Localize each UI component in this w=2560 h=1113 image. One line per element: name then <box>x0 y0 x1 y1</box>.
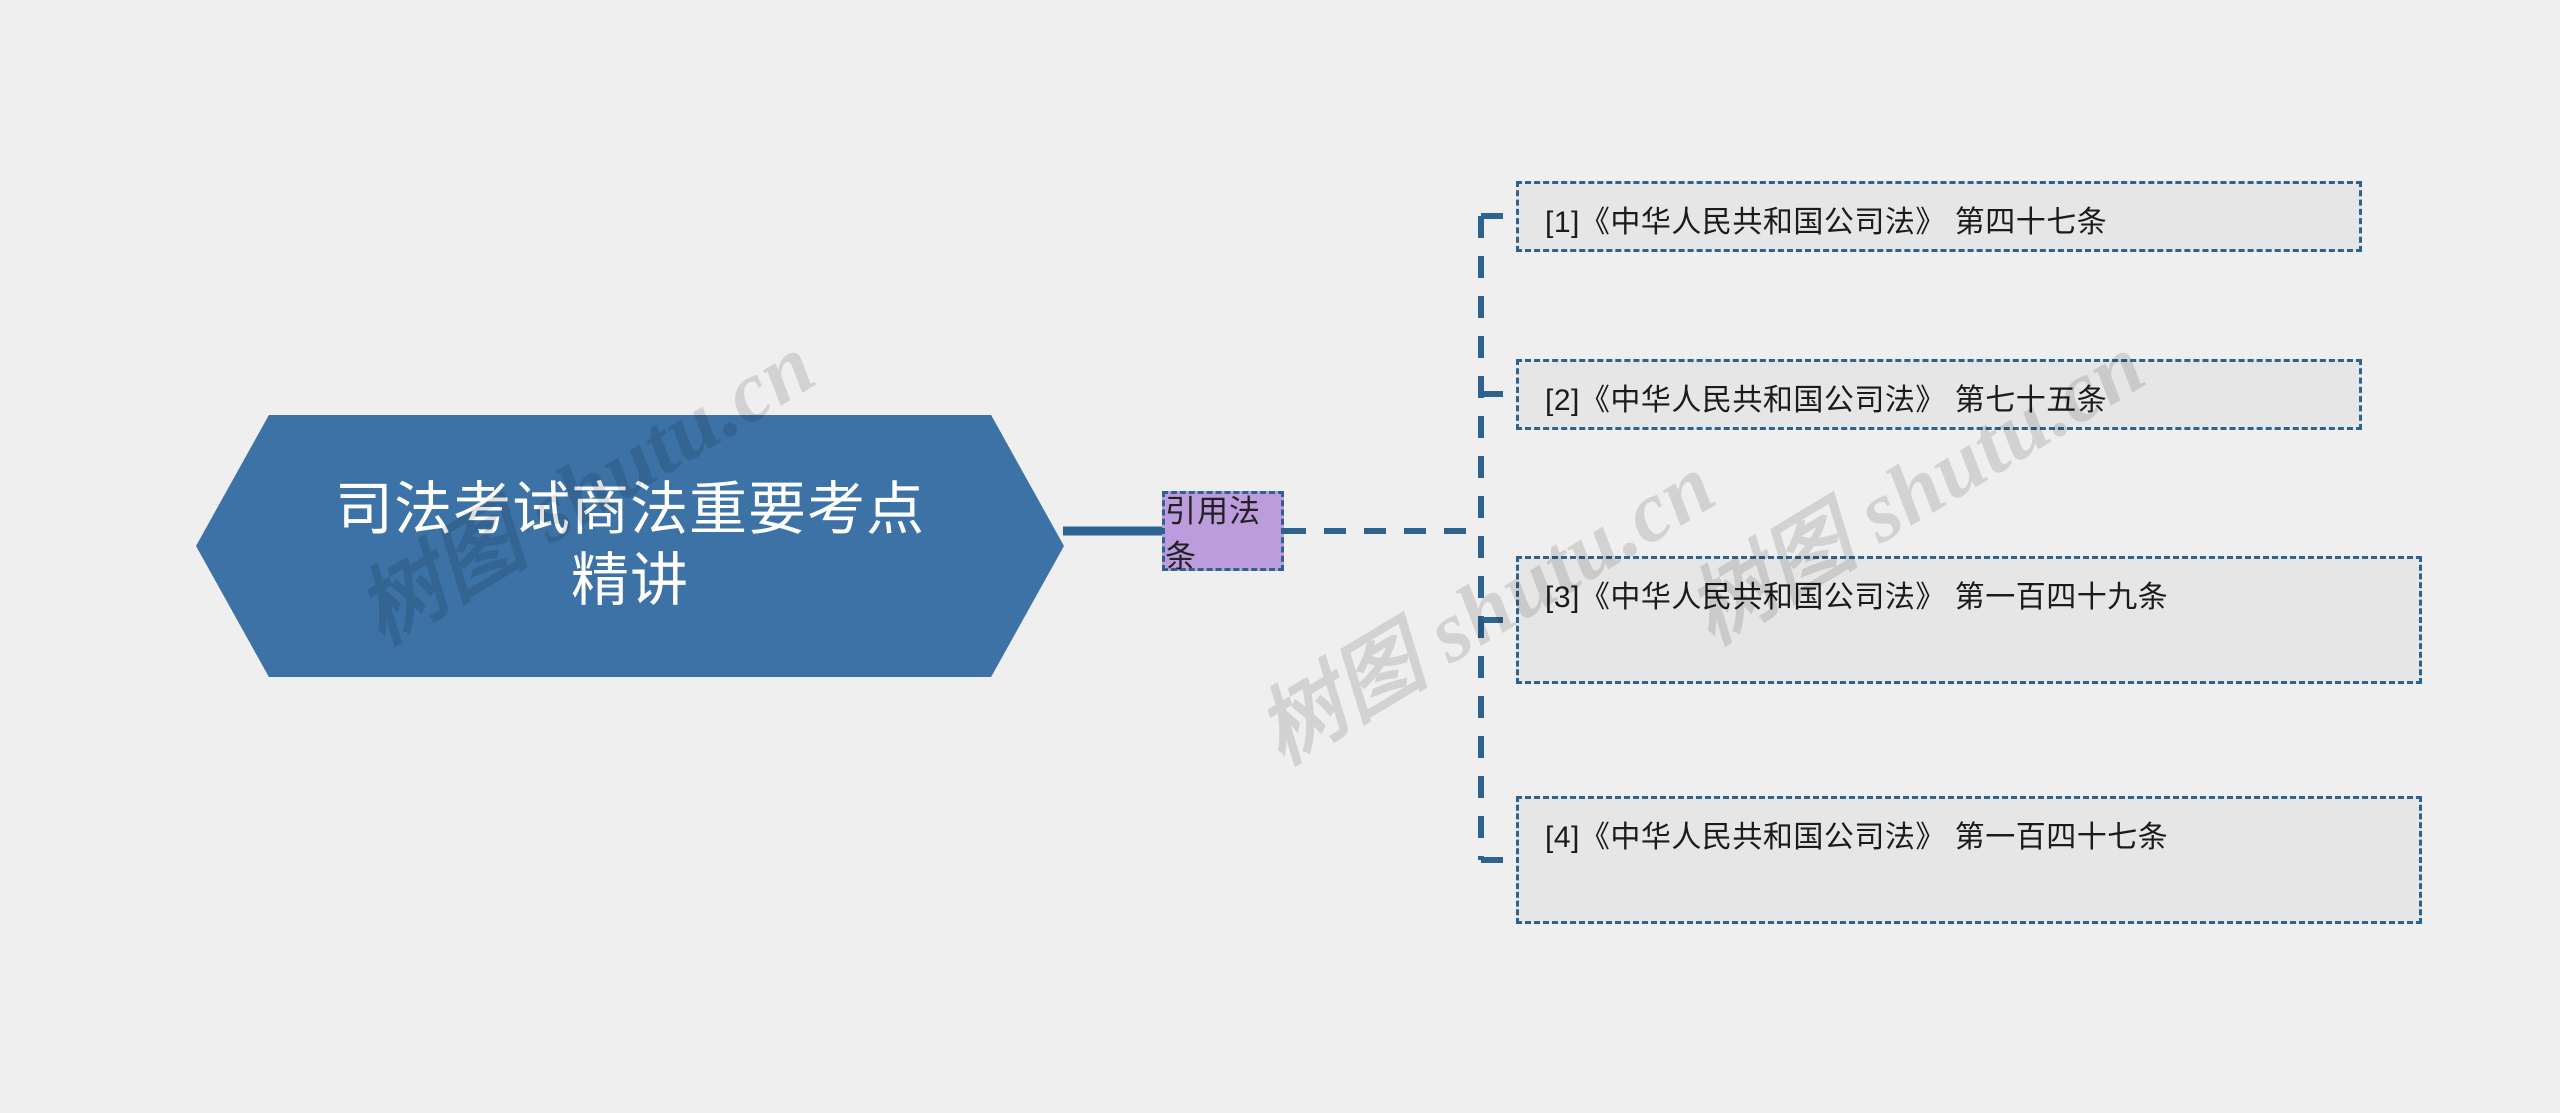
leaf-node-3-label: [3]《中华人民共和国公司法》 第一百四十九条 <box>1545 581 2169 614</box>
root-node-hexagon-shape <box>196 415 1064 677</box>
leaf-node-1[interactable]: [1]《中华人民共和国公司法》 第四十七条 <box>1516 181 2362 252</box>
root-node-label: 司法考试商法重要考点精讲 <box>334 477 925 613</box>
leaf-node-4[interactable]: [4]《中华人民共和国公司法》 第一百四十七条 <box>1516 796 2422 924</box>
leaf-node-2-label: [2]《中华人民共和国公司法》 第七十五条 <box>1545 384 2108 417</box>
branch-node-label: 引用法条 <box>1165 494 1261 574</box>
branch-node-citations[interactable]: 引用法条 <box>1162 491 1284 574</box>
leaf-node-4-label: [4]《中华人民共和国公司法》 第一百四十七条 <box>1545 821 2169 854</box>
root-node[interactable]: 司法考试商法重要考点精讲 <box>196 415 1064 677</box>
leaf-node-3[interactable]: [3]《中华人民共和国公司法》 第一百四十九条 <box>1516 556 2422 684</box>
leaf-node-2[interactable]: [2]《中华人民共和国公司法》 第七十五条 <box>1516 359 2362 430</box>
leaf-node-1-label: [1]《中华人民共和国公司法》 第四十七条 <box>1545 206 2108 239</box>
